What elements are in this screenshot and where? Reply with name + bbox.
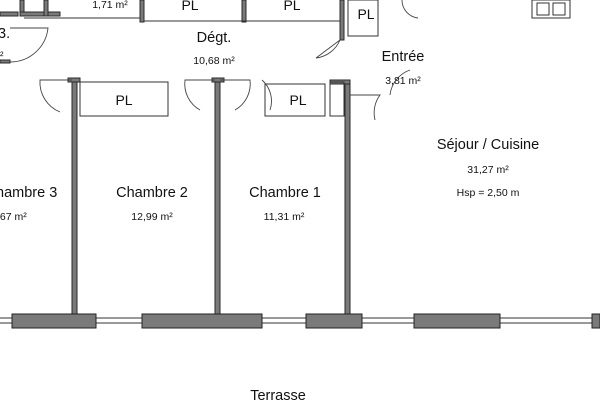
- closet-label-chambre2: PL: [115, 92, 132, 108]
- room-name-chambre1: Chambre 1: [249, 185, 321, 201]
- door-swings: [9, 0, 419, 121]
- room-area-top-left: 1,71 m²: [92, 0, 128, 11]
- closet-label-top-1: PL: [181, 0, 198, 13]
- windows: [11, 313, 600, 329]
- room-name-terrasse: Terrasse: [250, 388, 306, 400]
- room-area-entree: 3,81 m²: [385, 75, 421, 87]
- room-name-chambre3: hambre 3: [0, 185, 57, 201]
- thin-lines: [0, 0, 600, 324]
- closet-label-chambre1: PL: [289, 92, 306, 108]
- room-area-degt: 10,68 m²: [193, 55, 235, 67]
- closet-label-entree: PL: [357, 6, 374, 22]
- room-height-sejour: Hsp = 2,50 m: [457, 187, 520, 199]
- room-name-degt: Dégt.: [197, 30, 232, 46]
- room-area-left-small: ²: [0, 50, 4, 62]
- room-name-entree: Entrée: [382, 49, 425, 65]
- walls: [0, 0, 351, 317]
- room-area-chambre1: 11,31 m²: [264, 211, 305, 223]
- room-area-sejour: 31,27 m²: [467, 164, 509, 176]
- room-name-left-small: 3.: [0, 26, 10, 42]
- room-area-chambre2: 12,99 m²: [131, 211, 173, 223]
- room-name-chambre2: Chambre 2: [116, 185, 188, 201]
- room-name-sejour: Séjour / Cuisine: [437, 137, 539, 153]
- room-area-chambre3: ,67 m²: [0, 211, 27, 223]
- closet-label-top-2: PL: [283, 0, 300, 13]
